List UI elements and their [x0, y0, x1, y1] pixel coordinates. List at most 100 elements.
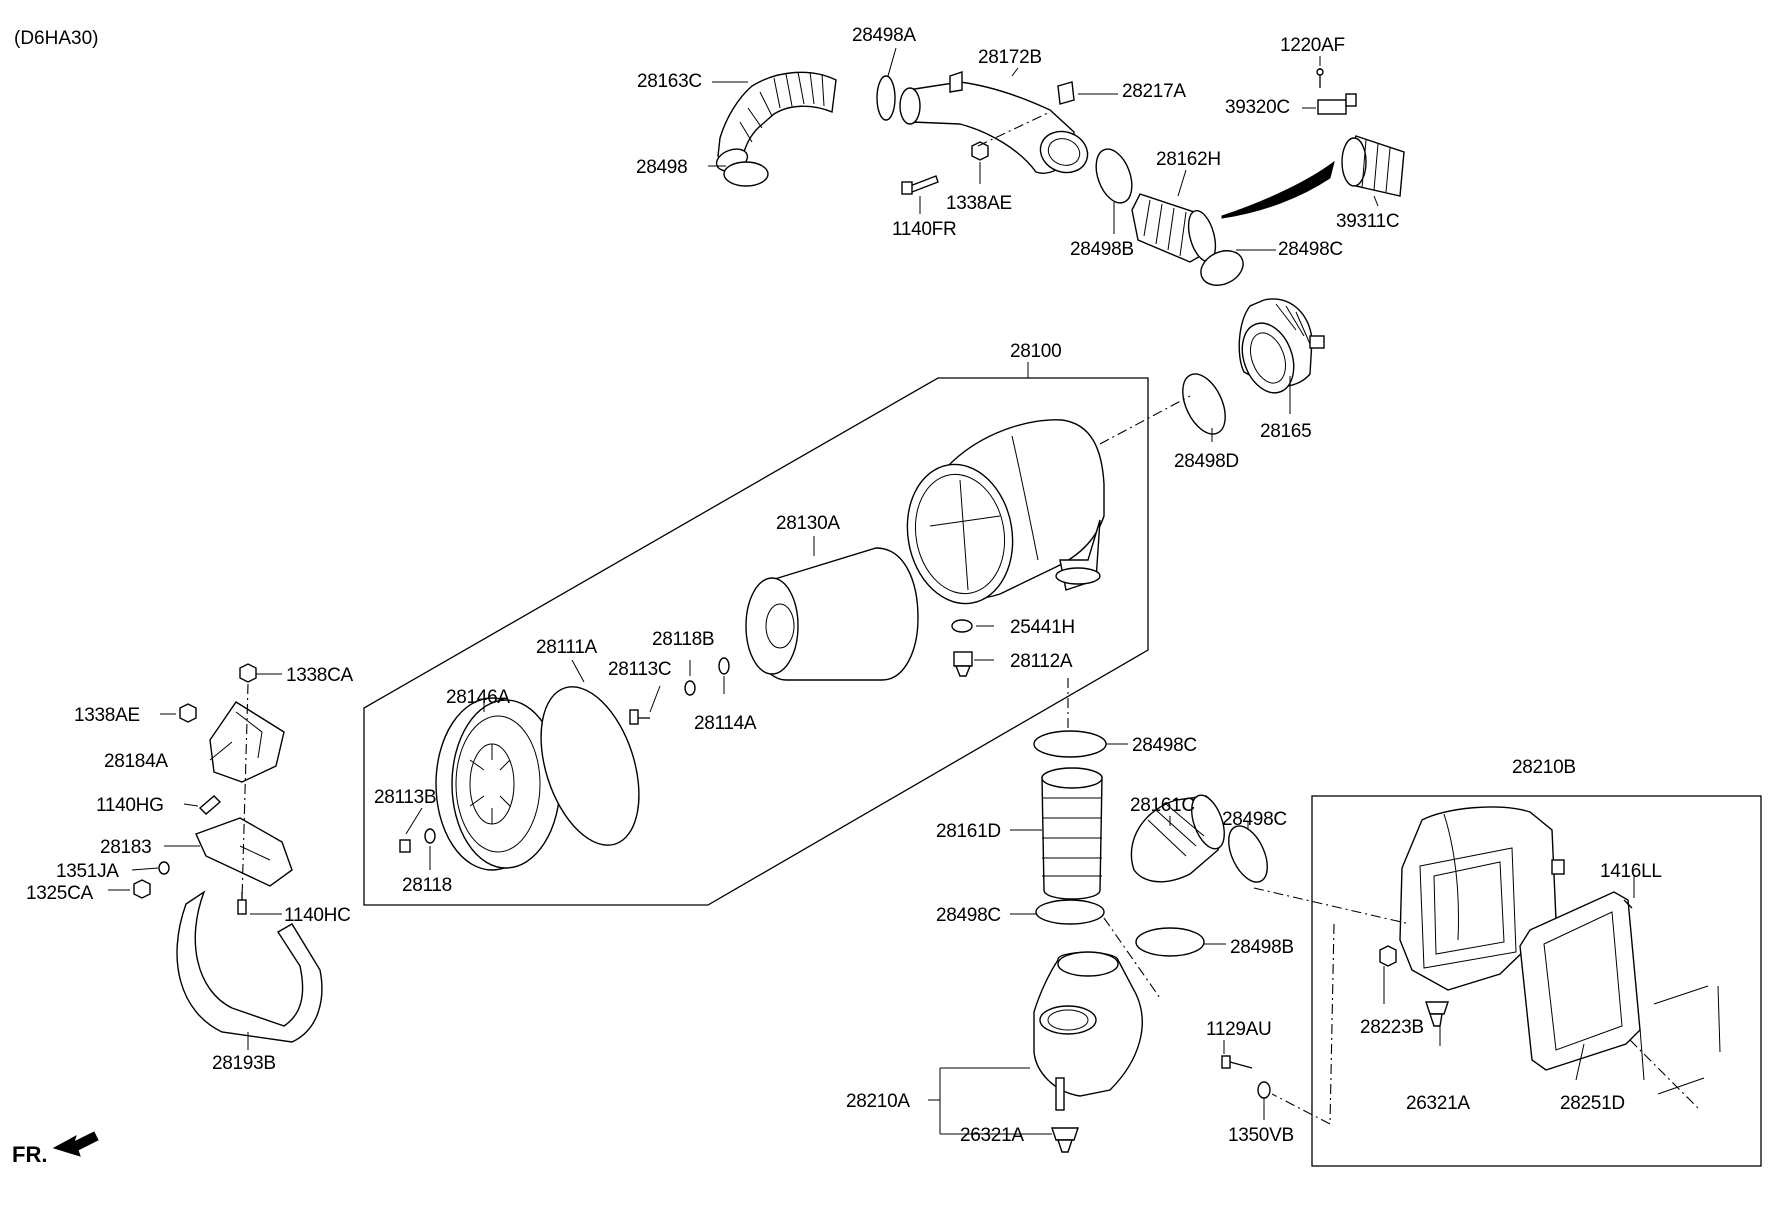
valve-28112A: [953, 651, 973, 677]
label-1338CA[interactable]: 1338CA: [286, 665, 353, 686]
group-frame-28210B: [1311, 795, 1762, 1167]
nut-28223B: [1379, 945, 1397, 967]
bolt-28113C: [629, 709, 650, 725]
clip-26321A-right: [1425, 1001, 1449, 1027]
label-28210A[interactable]: 28210A: [846, 1091, 910, 1112]
label-28210B[interactable]: 28210B: [1512, 757, 1576, 778]
clamp-28498B-top: [1095, 148, 1133, 204]
clamp-28498C-mid: [1033, 730, 1107, 758]
rod-set: [1639, 985, 1721, 1095]
nut-1338CA: [239, 663, 257, 683]
label-28498C-low[interactable]: 28498C: [936, 905, 1001, 926]
label-39311C[interactable]: 39311C: [1336, 211, 1400, 232]
label-28112A[interactable]: 28112A: [1010, 651, 1073, 672]
label-28162H[interactable]: 28162H: [1156, 149, 1221, 170]
label-28113B[interactable]: 28113B: [374, 787, 437, 808]
label-1325CA[interactable]: 1325CA: [26, 883, 93, 904]
label-28223B[interactable]: 28223B: [1360, 1017, 1424, 1038]
label-39320C[interactable]: 39320C: [1225, 97, 1290, 118]
front-arrow-icon: [52, 1131, 99, 1157]
clip-26321A-bottom: [1051, 1127, 1079, 1153]
hose-28161D: [1041, 767, 1103, 900]
label-28165[interactable]: 28165: [1260, 421, 1312, 442]
label-1350VB[interactable]: 1350VB: [1228, 1125, 1294, 1146]
label-25441H[interactable]: 25441H: [1010, 617, 1075, 638]
washer-28118: [424, 828, 436, 844]
label-28163C[interactable]: 28163C: [637, 71, 702, 92]
label-28498B-top[interactable]: 28498B: [1070, 239, 1134, 260]
hose-28161C: [1130, 794, 1225, 883]
group-frame-28100: [363, 377, 1149, 906]
label-28184A[interactable]: 28184A: [104, 751, 168, 772]
washer-1350VB: [1257, 1081, 1271, 1099]
label-1140HC[interactable]: 1140HC: [284, 905, 351, 926]
bolt-28113B: [399, 839, 411, 853]
assembly-lines: [977, 111, 1701, 1125]
label-1140HG[interactable]: 1140HG: [96, 795, 164, 816]
arrow-indicator: [1221, 160, 1335, 219]
label-28183[interactable]: 28183: [100, 837, 152, 858]
connector-28162H: [1131, 193, 1217, 263]
clamp-28498C-top: [1200, 250, 1244, 286]
turbo-inlet-28165: [1238, 298, 1325, 394]
label-1129AU[interactable]: 1129AU: [1206, 1019, 1272, 1040]
screw-1220AF: [1316, 68, 1324, 88]
bracket-box-28210B: [1399, 806, 1565, 991]
o-ring-28111A: [540, 686, 640, 846]
front-direction-label: FR.: [12, 1142, 48, 1167]
bolt-1140FR: [901, 175, 939, 195]
bracket-28183: [195, 817, 293, 887]
label-28118[interactable]: 28118: [402, 875, 452, 896]
duct-28172B: [899, 71, 1089, 174]
label-1338AE-top[interactable]: 1338AE: [946, 193, 1012, 214]
nut-1338AE-left: [179, 703, 197, 723]
label-26321A-bottom[interactable]: 26321A: [960, 1125, 1024, 1146]
sensor-39311C: [1341, 135, 1405, 197]
label-28114A[interactable]: 28114A: [694, 713, 757, 734]
washer-28118B: [684, 680, 696, 696]
clamp-28498: [723, 161, 769, 187]
screw-1416LL: [1623, 899, 1633, 909]
washer-1351JA: [158, 861, 170, 875]
label-28498C-top[interactable]: 28498C: [1278, 239, 1343, 260]
clamp-28498C-right: [1228, 825, 1268, 883]
label-28172B[interactable]: 28172B: [978, 47, 1042, 68]
label-28498D[interactable]: 28498D: [1174, 451, 1239, 472]
label-28251D[interactable]: 28251D: [1560, 1093, 1625, 1114]
label-28498C-right[interactable]: 28498C: [1222, 809, 1287, 830]
label-1351JA[interactable]: 1351JA: [56, 861, 119, 882]
label-1220AF[interactable]: 1220AF: [1280, 35, 1345, 56]
leader-lines: [108, 47, 1635, 1135]
label-28498A[interactable]: 28498A: [852, 25, 916, 46]
label-28161D[interactable]: 28161D: [936, 821, 1001, 842]
clamp-28498C-low: [1035, 899, 1105, 925]
resonator-28210A: [1033, 951, 1143, 1111]
housing-body: [906, 419, 1105, 605]
bolt-1140HG: [198, 795, 222, 815]
label-1416LL[interactable]: 1416LL: [1600, 861, 1662, 882]
label-28111A[interactable]: 28111A: [536, 637, 597, 658]
gasket-28251D: [1519, 891, 1641, 1071]
label-28193B[interactable]: 28193B: [212, 1053, 276, 1074]
clamp-28498A: [876, 75, 896, 121]
label-26321A-right[interactable]: 26321A: [1406, 1093, 1470, 1114]
nut-1325CA: [133, 879, 151, 899]
label-28498B-low[interactable]: 28498B: [1230, 937, 1294, 958]
label-28113C[interactable]: 28113C: [608, 659, 672, 680]
hose-28163C: [715, 71, 837, 173]
label-28217A[interactable]: 28217A: [1122, 81, 1186, 102]
bracket-28184A: [209, 701, 285, 783]
label-28146A[interactable]: 28146A: [446, 687, 510, 708]
label-1140FR[interactable]: 1140FR: [892, 219, 957, 240]
label-28100[interactable]: 28100: [1010, 341, 1062, 362]
label-28130A[interactable]: 28130A: [776, 513, 840, 534]
label-28498-top[interactable]: 28498: [636, 157, 688, 178]
dash-line-left-bracket: [241, 683, 249, 901]
label-28161C[interactable]: 28161C: [1130, 795, 1195, 816]
label-1338AE-left[interactable]: 1338AE: [74, 705, 140, 726]
label-28498C-mid[interactable]: 28498C: [1132, 735, 1197, 756]
label-28118B[interactable]: 28118B: [652, 629, 715, 650]
clip-25441H: [951, 619, 973, 633]
filter-element-28130A: [745, 547, 919, 681]
